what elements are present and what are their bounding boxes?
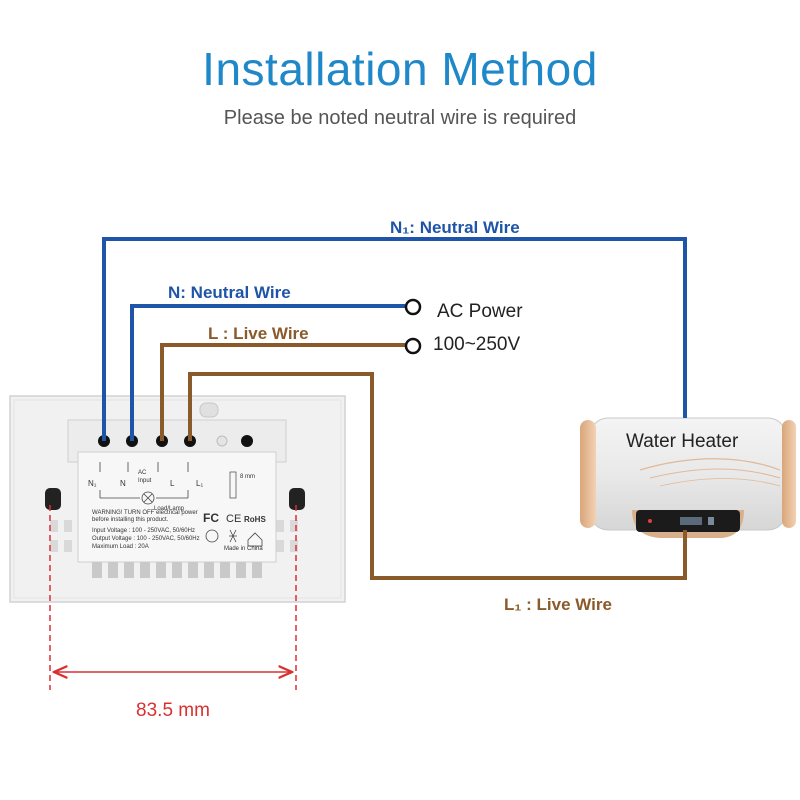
page-subtitle: Please be noted neutral wire is required	[223, 107, 577, 129]
wire-n1	[102, 237, 687, 441]
side-ribs	[50, 520, 298, 552]
wire-n	[130, 304, 405, 441]
panel-made-in: Made in China	[224, 546, 263, 552]
panel-max-load: Maximum Load : 20A	[92, 544, 149, 550]
screw-slot	[199, 402, 219, 418]
wire-n1-label: N₁: Neutral Wire	[390, 218, 520, 237]
water-heater: Water Heater	[580, 417, 796, 538]
heater-label: Water Heater	[626, 431, 739, 452]
panel-label-n1: N₁	[88, 479, 97, 488]
wire-l1	[188, 372, 687, 580]
heater-cap-right	[782, 420, 796, 528]
wire-l-label: L : Live Wire	[208, 324, 309, 343]
panel-load-label: Load/Lamp	[154, 506, 185, 512]
mounting-hole-right	[289, 488, 305, 510]
indoor-icon	[247, 532, 263, 547]
panel-warning-2: before installing this product.	[92, 517, 169, 523]
width-dimension: 83.5 mm	[49, 505, 297, 721]
ac-terminal-neutral	[404, 298, 422, 316]
strip-gauge	[229, 471, 237, 499]
panel-label-l1: L₁	[196, 479, 203, 488]
panel-input-voltage: Input Voltage : 100 - 250VAC, 50/60Hz	[92, 528, 195, 534]
wire-l	[160, 343, 405, 441]
panel-label-ac: AC	[138, 470, 147, 476]
panel-schematic	[99, 462, 237, 505]
wall-switch: N₁ N AC Input L L₁ Load/Lamp 8 mm WARNIN…	[9, 395, 346, 603]
panel-output-voltage: Output Voltage : 100 - 250VAC, 50/60Hz	[92, 536, 200, 542]
fcc-mark: FC	[203, 511, 219, 525]
ac-voltage-label: 100~250V	[433, 334, 520, 355]
panel-warning-1: WARNING! TURN OFF electrical power	[92, 510, 198, 516]
panel-strip-mm: 8 mm	[240, 474, 255, 480]
panel-label-l: L	[170, 479, 175, 488]
panel-label-input: Input	[138, 478, 152, 484]
rohs-mark: RoHS	[244, 515, 266, 524]
wire-l1-label: L₁ : Live Wire	[504, 595, 612, 614]
bottom-vents	[92, 562, 262, 578]
label-panel	[77, 451, 277, 563]
ac-terminal-live	[404, 337, 422, 355]
wire-n-label: N: Neutral Wire	[168, 283, 291, 302]
dimension-label: 83.5 mm	[136, 700, 210, 721]
mounting-hole-left	[45, 488, 61, 510]
recycle-icon	[205, 529, 219, 543]
ac-power-label: AC Power	[437, 301, 523, 322]
ce-mark: CE	[226, 513, 241, 525]
wires	[102, 237, 687, 580]
page-title: Installation Method	[202, 43, 598, 95]
heater-cap-left	[580, 420, 596, 528]
bin-icon	[229, 529, 237, 543]
lamp-symbol	[141, 491, 155, 505]
panel-label-n: N	[120, 479, 126, 488]
